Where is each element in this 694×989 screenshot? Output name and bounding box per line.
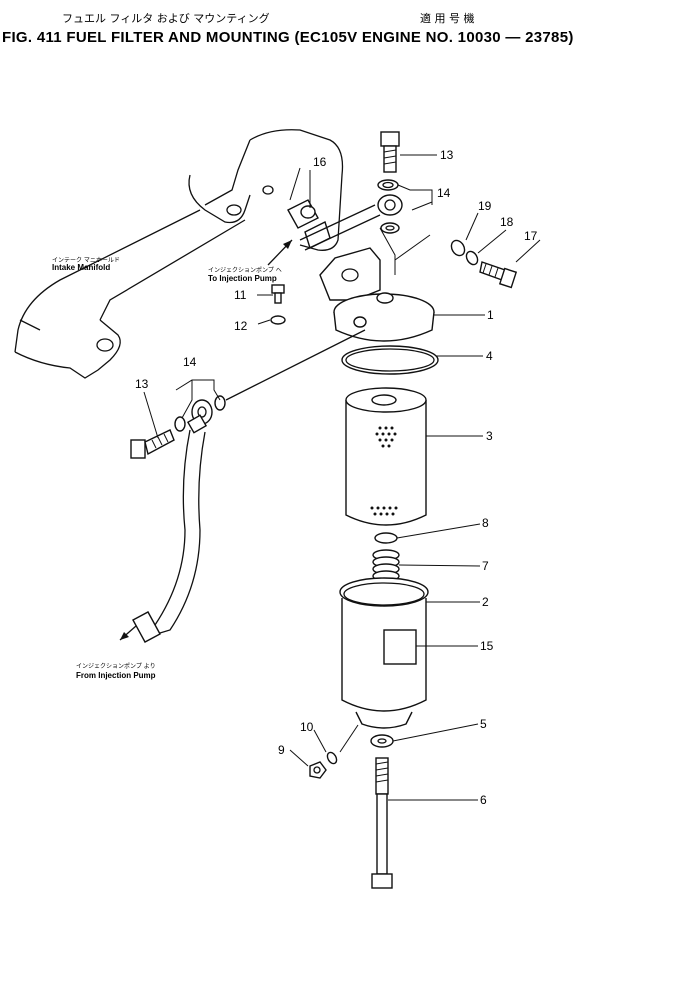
callout-4: 4 [486, 349, 493, 363]
callout-14-top: 14 [437, 186, 451, 200]
filter-element-part-3 [345, 387, 427, 526]
washer-part-5 [370, 734, 394, 748]
intake-manifold [14, 129, 344, 379]
washer-part-14-left-a [174, 416, 186, 432]
bolt-part-11 [271, 284, 285, 304]
callout-8: 8 [482, 516, 489, 530]
spring-part-7 [372, 549, 400, 582]
banjo-fitting-left [186, 399, 213, 434]
drain-plug-part-9 [309, 761, 327, 779]
callout-11: 11 [234, 288, 247, 302]
callout-13-left: 13 [135, 377, 149, 391]
callout-13-top: 13 [440, 148, 454, 162]
bolt-part-17 [479, 261, 518, 289]
washer-part-10 [326, 751, 338, 765]
fuel-pipe-to-pump [299, 204, 376, 241]
intake-manifold-label-jp: インテーク マニホールド [52, 257, 120, 264]
from-pump-label: From Injection Pump [76, 671, 156, 680]
fuel-return-pipe [225, 329, 366, 401]
callout-16: 16 [313, 155, 327, 169]
ring-part-8 [374, 532, 398, 544]
filter-bowl-part-2 [339, 577, 429, 729]
callout-17: 17 [524, 229, 538, 243]
leader-lines [143, 154, 541, 801]
callout-3: 3 [486, 429, 493, 443]
callout-15: 15 [480, 639, 494, 653]
callout-2: 2 [482, 595, 489, 609]
figure-title: FIG. 411 FUEL FILTER AND MOUNTING (EC105… [2, 29, 574, 46]
washer-part-12 [270, 315, 286, 325]
filter-head [319, 247, 435, 342]
bolt-part-13-left [130, 429, 175, 459]
to-pump-label: To Injection Pump [208, 274, 277, 283]
title-japanese: フュエル フィルタ および マウンティング [62, 11, 270, 25]
callout-6: 6 [480, 793, 487, 807]
banjo-fitting-top [377, 179, 403, 234]
callout-7: 7 [482, 559, 489, 573]
fuel-hose [139, 429, 191, 633]
callout-19: 19 [478, 199, 492, 213]
from-pump-label-jp: インジェクションポンプ より [76, 662, 156, 670]
washer-part-14-left-b [214, 395, 226, 411]
applicability-japanese: 適 用 号 機 [420, 11, 475, 25]
intake-manifold-label: Intake Manifold [52, 263, 110, 272]
callout-1: 1 [487, 308, 494, 322]
callout-5: 5 [480, 717, 487, 731]
callout-12: 12 [234, 319, 248, 333]
center-bolt-part-6 [371, 757, 393, 889]
caution-label-part-15 [383, 629, 417, 665]
washer-part-18 [465, 250, 479, 266]
gasket-part-4 [341, 345, 439, 375]
bolt-part-13-top [380, 131, 400, 173]
callout-10: 10 [300, 720, 314, 734]
callout-18: 18 [500, 215, 514, 229]
callout-14-left: 14 [183, 355, 197, 369]
washer-part-19 [450, 239, 466, 257]
to-pump-label-jp: インジェクションポンプ へ [208, 266, 282, 274]
callout-9: 9 [278, 743, 285, 757]
